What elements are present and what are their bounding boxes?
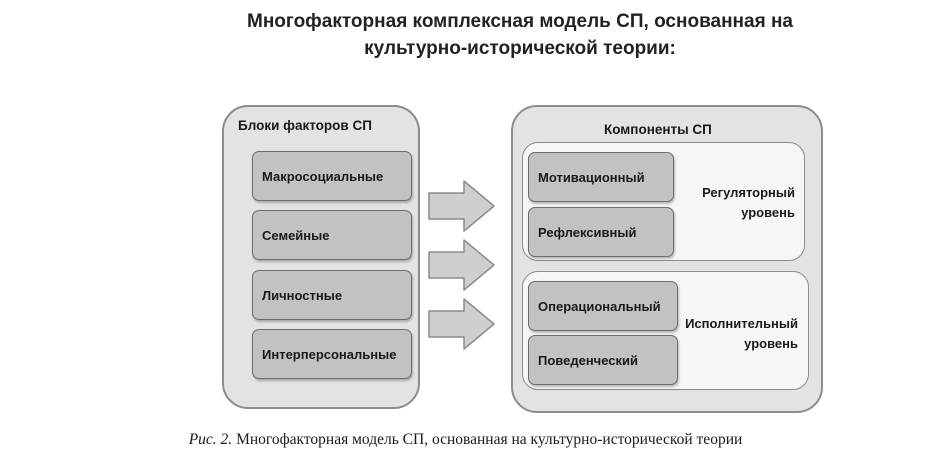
diagram-title: Многофакторная комплексная модель СП, ос… xyxy=(200,8,840,62)
right-arrow-icon xyxy=(428,180,495,232)
factor-family: Семейные xyxy=(252,210,412,260)
component-reflexive: Рефлексивный xyxy=(528,207,674,257)
component-motivational: Мотивационный xyxy=(528,152,674,202)
factor-macrosocial: Макросоциальные xyxy=(252,151,412,201)
figure-number: Рис. 2. xyxy=(188,431,233,448)
right-arrow-icon xyxy=(428,298,495,350)
factor-interpersonal: Интерперсональные xyxy=(252,329,412,379)
executive-level-label: Исполнительный уровень xyxy=(670,314,798,354)
title-line-1: Многофакторная комплексная модель СП, ос… xyxy=(247,11,793,32)
regulatory-level-label-line-1: Регуляторный xyxy=(702,185,795,200)
component-operational: Операциональный xyxy=(528,281,678,331)
regulatory-level-label-line-2: уровень xyxy=(741,205,795,220)
title-line-2: культурно-исторической теории: xyxy=(364,38,676,59)
executive-level-label-line-2: уровень xyxy=(744,336,798,351)
components-panel-label: Компоненты СП xyxy=(604,122,712,137)
right-arrow-icon xyxy=(428,239,495,291)
factor-personal: Личностные xyxy=(252,270,412,320)
figure-caption-text: Многофакторная модель СП, основанная на … xyxy=(232,431,743,448)
figure-caption: Рис. 2. Многофакторная модель СП, основа… xyxy=(0,431,931,449)
executive-level-label-line-1: Исполнительный xyxy=(685,316,798,331)
component-behavioral: Поведенческий xyxy=(528,335,678,385)
factors-panel-label: Блоки факторов СП xyxy=(238,118,372,133)
regulatory-level-label: Регуляторный уровень xyxy=(690,183,795,223)
